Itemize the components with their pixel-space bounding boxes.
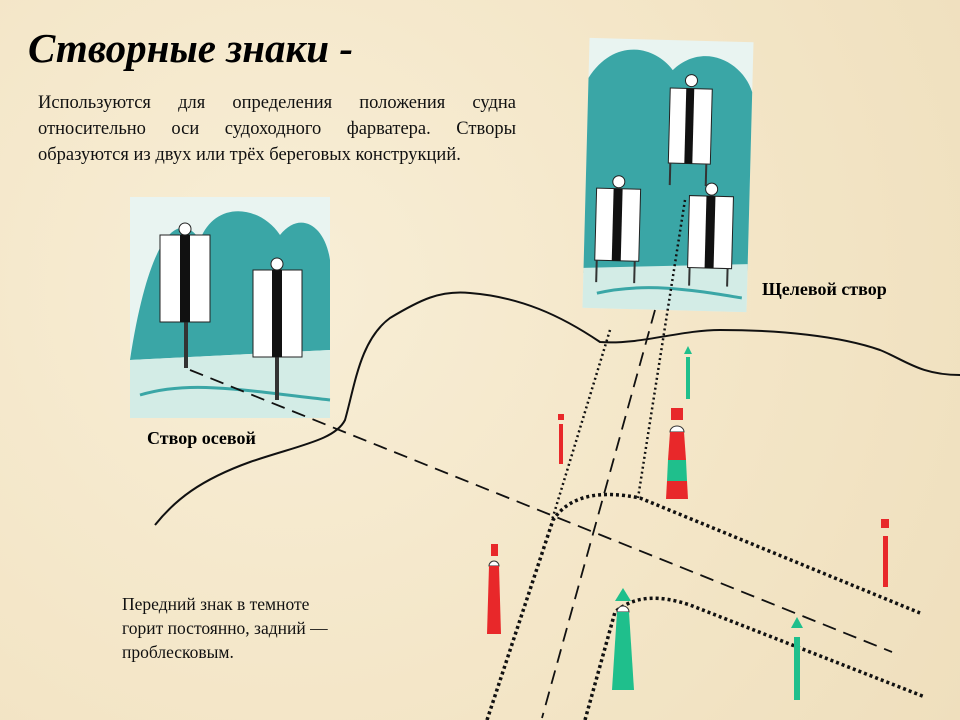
caption-slot-range: Щелевой створ	[762, 279, 887, 299]
slot-range-line	[541, 309, 656, 719]
red-spar-buoy	[558, 414, 564, 464]
right-front-sign	[687, 182, 734, 287]
coastline	[154, 291, 960, 526]
left-front-sign	[594, 175, 642, 284]
green-spar-buoy	[791, 617, 803, 700]
fairway-edge-left	[550, 329, 612, 521]
front-sign	[252, 257, 303, 400]
axial-range-picture	[130, 197, 331, 418]
red-lighthouse-2	[487, 544, 501, 634]
green-lighthouse-1	[612, 588, 634, 690]
axial-range-line	[189, 369, 893, 653]
green-spar-buoy-top	[684, 346, 692, 399]
caption-axial-range: Створ осевой	[147, 428, 256, 448]
note-line: горит постоянно, задний —	[122, 618, 328, 638]
rear-sign	[159, 222, 211, 368]
upper-channel-edge	[485, 492, 921, 720]
lower-channel-edge	[583, 596, 926, 720]
fairway-edge-right	[636, 199, 687, 499]
red-spar-buoy-right	[881, 519, 889, 587]
rear-sign	[667, 74, 713, 187]
red-green-lighthouse	[666, 408, 688, 499]
intro-text: Используются для определения положения с…	[38, 93, 516, 165]
slot-range-picture	[582, 37, 754, 313]
note-line: проблесковым.	[122, 642, 234, 662]
lights-note: Передний знак в темноте горит постоянно,…	[122, 592, 328, 664]
note-line: Передний знак в темноте	[122, 594, 310, 614]
slide-title: Створные знаки -	[28, 25, 353, 71]
